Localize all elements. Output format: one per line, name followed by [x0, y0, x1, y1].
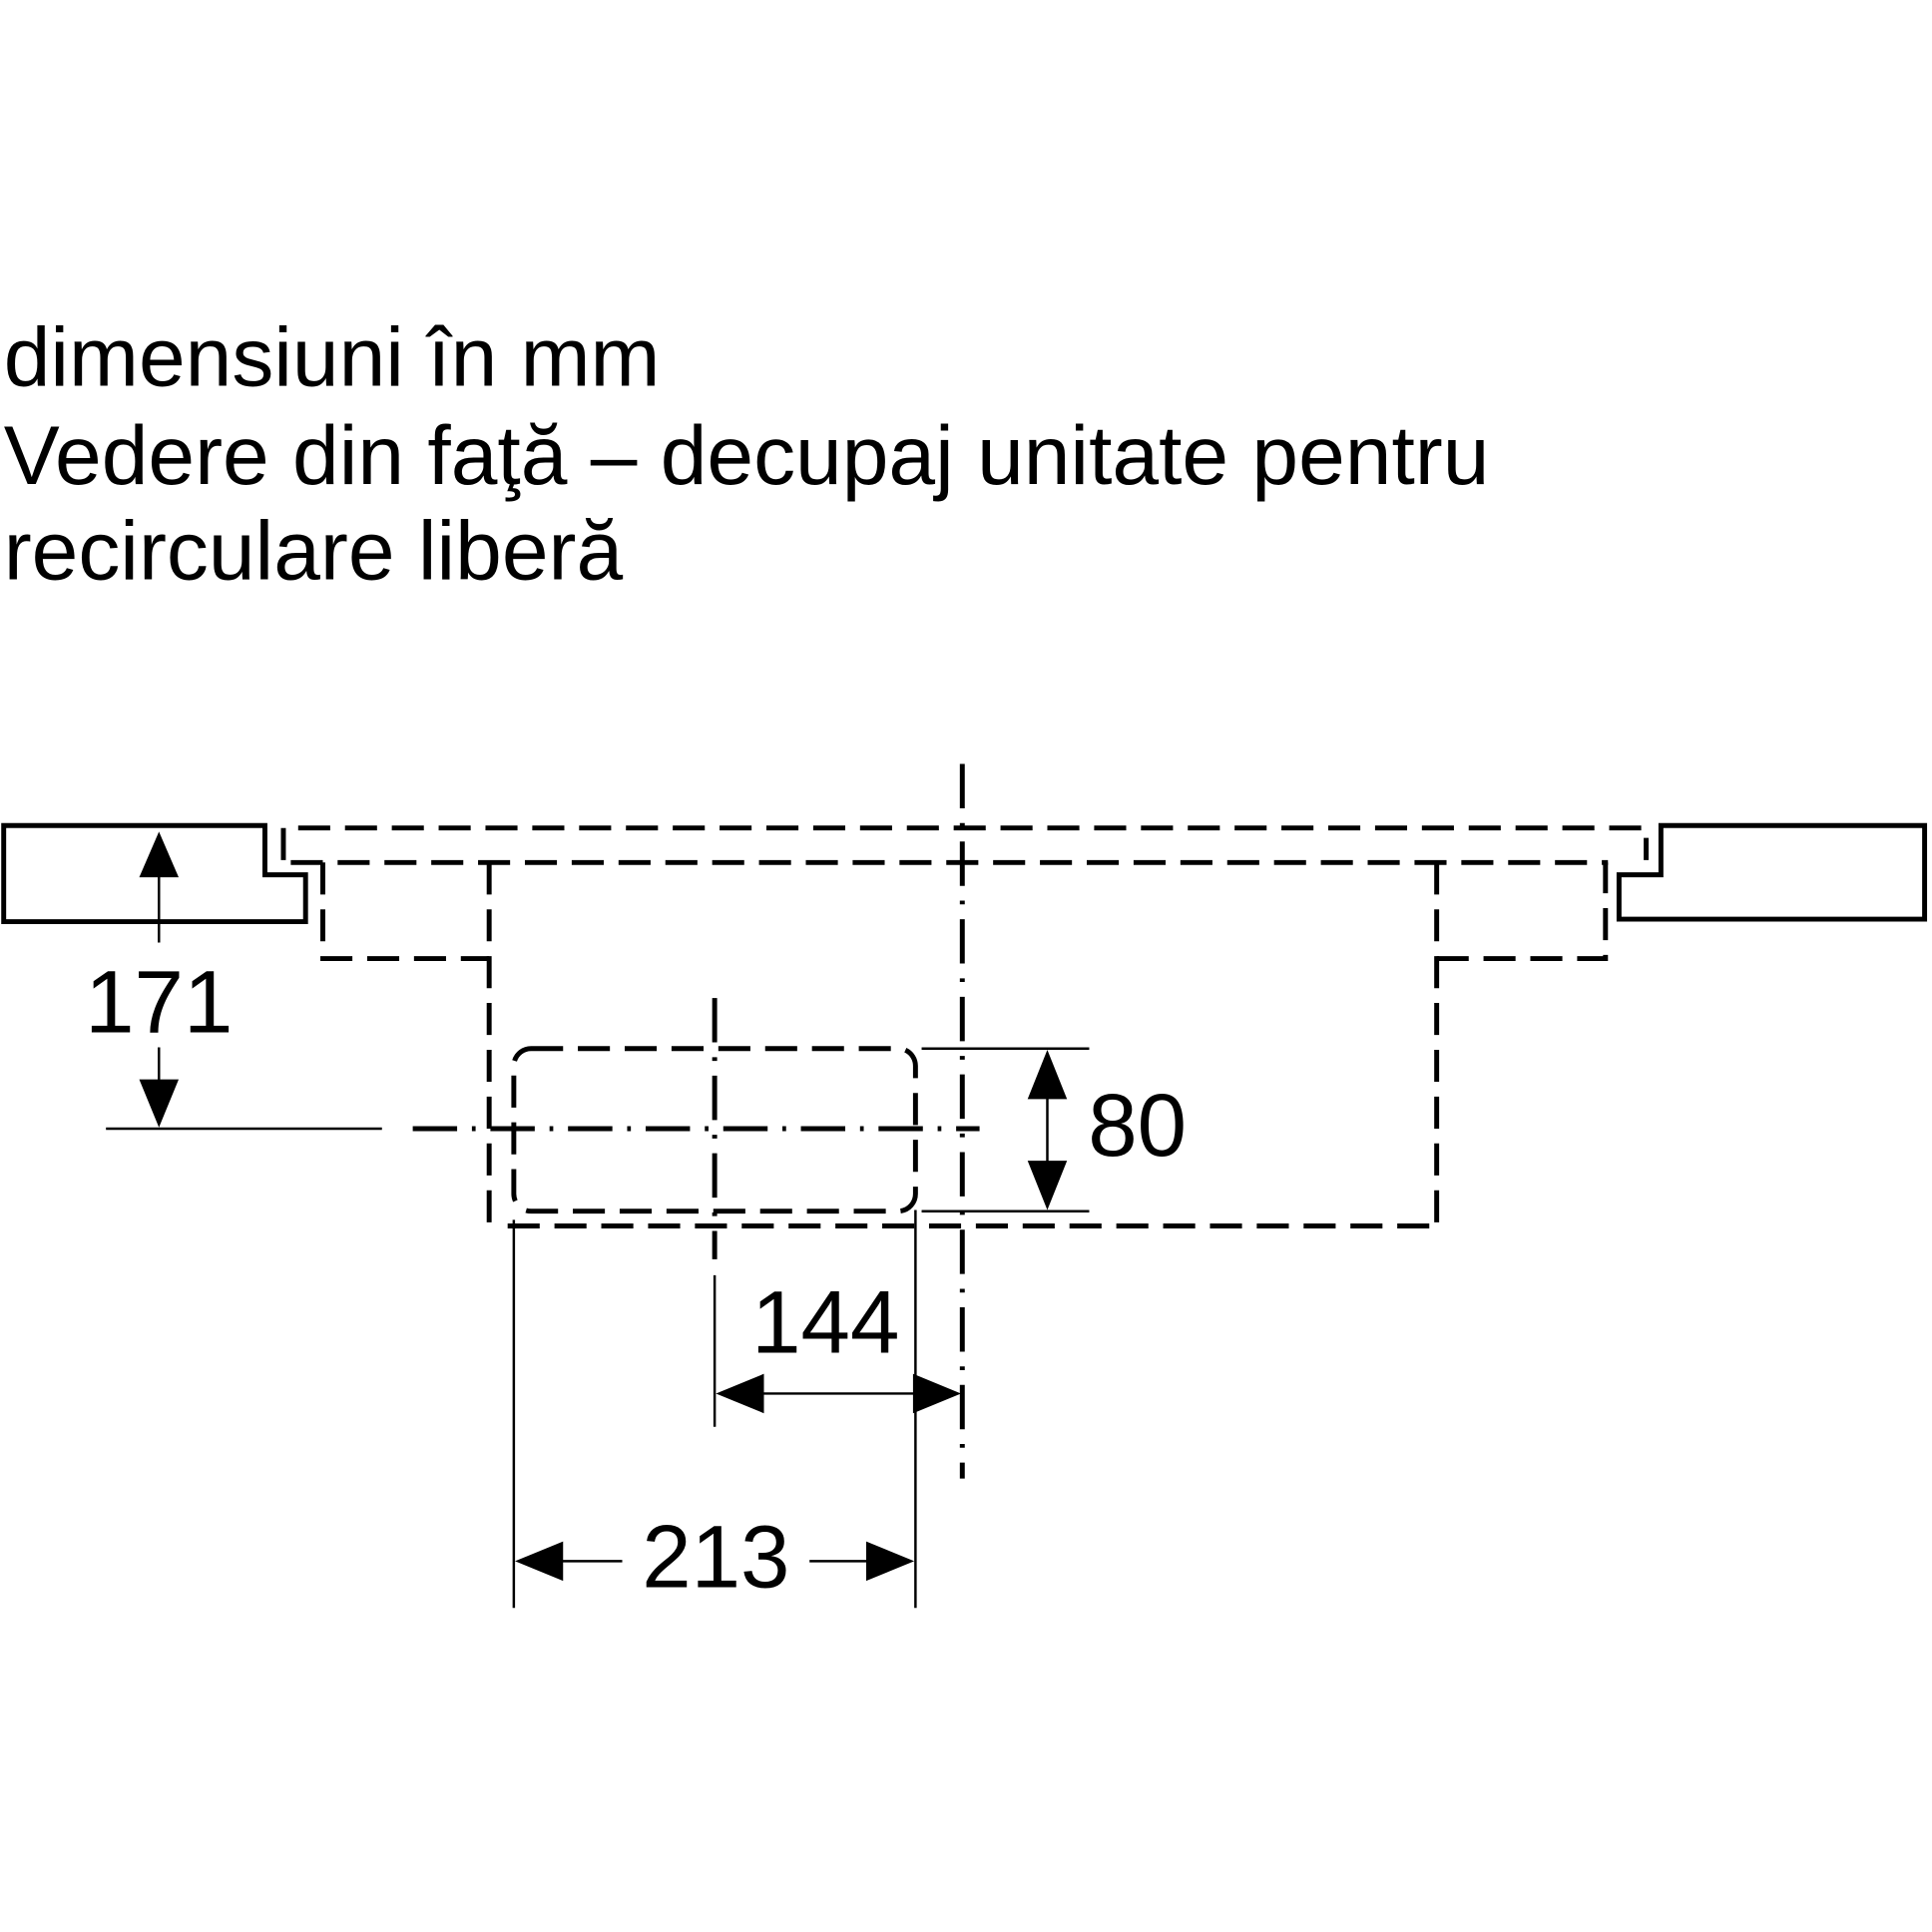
dimension-144-label: 144	[751, 1273, 899, 1372]
appliance-outline	[280, 825, 1650, 1228]
dimension-213-label: 213	[642, 1507, 789, 1606]
dimension-213: 213	[512, 1209, 917, 1609]
title-line-2: Vedere din faţă – decupaj unitate pentru	[4, 408, 1490, 502]
worktop-left	[1, 822, 308, 925]
worktop-right	[1616, 822, 1928, 922]
dimension-144: 144	[716, 1273, 962, 1414]
title-line-1: dimensiuni în mm	[4, 309, 661, 403]
dimension-80-label: 80	[1088, 1076, 1187, 1175]
title-line-3: recirculare liberă	[4, 503, 624, 597]
dimension-171-label: 171	[85, 953, 233, 1052]
title: dimensiuni în mm Vedere din faţă – decup…	[4, 309, 1490, 597]
dimension-80: 80	[921, 1047, 1187, 1212]
dimension-171: 171	[85, 831, 233, 1128]
